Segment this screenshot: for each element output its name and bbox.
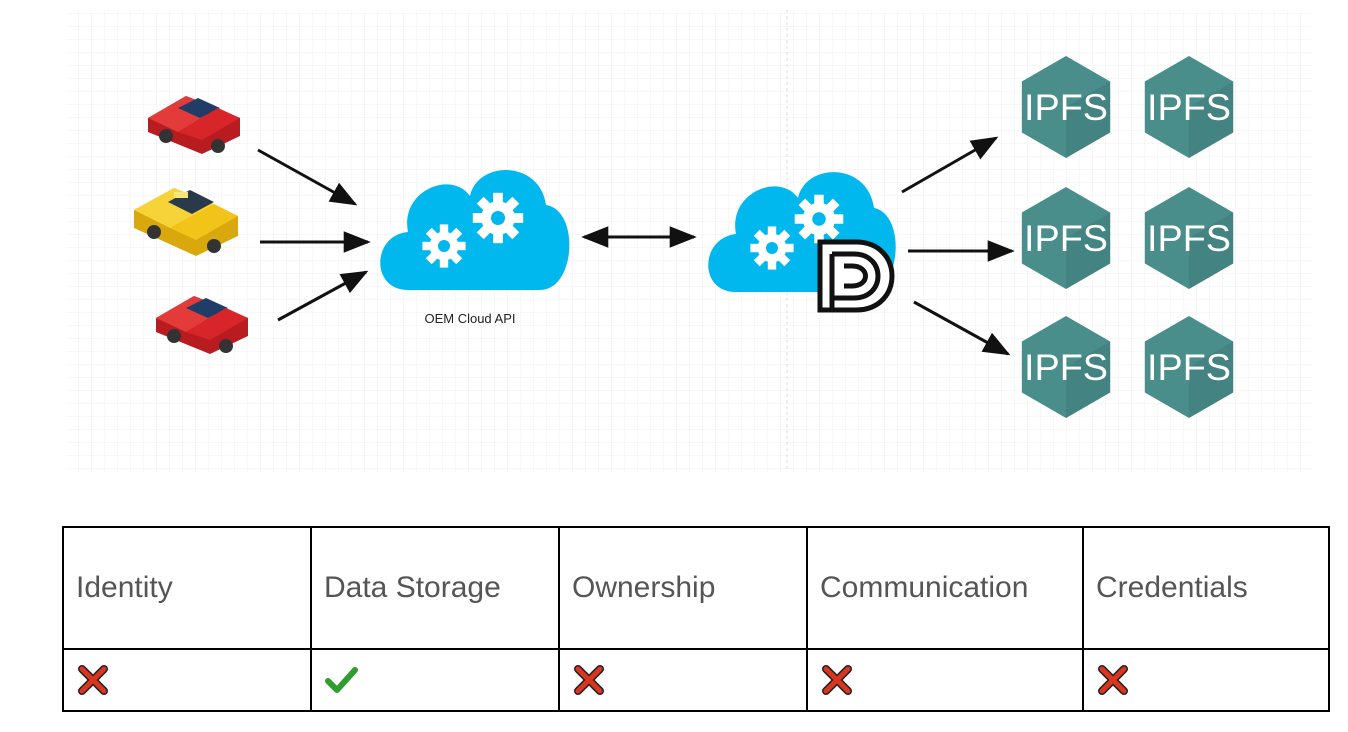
car-red-icon [148, 96, 240, 154]
ipfs-node-icon: IPFS [1021, 187, 1111, 289]
column-header-communication: Communication [806, 526, 1084, 650]
status-cell-credentials [1082, 648, 1330, 712]
column-header-data-storage: Data Storage [310, 526, 560, 650]
ipfs-label: IPFS [1147, 87, 1231, 128]
table-status-row [62, 648, 1330, 712]
status-cell-identity [62, 648, 312, 712]
column-header-credentials: Credentials [1082, 526, 1330, 650]
column-header-identity: Identity [62, 526, 312, 650]
car-yellow-icon [134, 188, 238, 256]
ipfs-node-icon: IPFS [1021, 56, 1111, 158]
architecture-diagram: OEM Cloud API IPFS IPFS IPFS IPFS IPFS IPFS [66, 10, 1312, 472]
arrow [913, 300, 1011, 356]
ipfs-label: IPFS [1024, 218, 1108, 259]
ipfs-label: IPFS [1147, 218, 1231, 259]
car-red-icon [156, 296, 248, 354]
ipfs-label: IPFS [1024, 87, 1108, 128]
arrow [901, 136, 999, 194]
arrow [257, 148, 358, 206]
status-cell-data-storage [310, 648, 560, 712]
ipfs-node-icon: IPFS [1021, 316, 1111, 418]
ipfs-nodes: IPFS IPFS IPFS IPFS IPFS IPFS [1021, 56, 1234, 418]
cross-icon [76, 663, 110, 697]
ipfs-node-icon: IPFS [1144, 316, 1234, 418]
check-icon [324, 663, 358, 697]
table-header-row: Identity Data Storage Ownership Communic… [62, 526, 1330, 650]
oem-cloud-icon [380, 170, 570, 290]
ipfs-label: IPFS [1147, 347, 1231, 388]
cross-icon [820, 663, 854, 697]
ipfs-label: IPFS [1024, 347, 1108, 388]
grid-background [66, 10, 1312, 472]
status-cell-communication [806, 648, 1084, 712]
cross-icon [572, 663, 606, 697]
ipfs-node-icon: IPFS [1144, 56, 1234, 158]
column-header-ownership: Ownership [558, 526, 808, 650]
oem-cloud-label: OEM Cloud API [424, 311, 515, 326]
ipfs-node-icon: IPFS [1144, 187, 1234, 289]
status-cell-ownership [558, 648, 808, 712]
cross-icon [1096, 663, 1130, 697]
arrow [277, 270, 369, 322]
d-logo-icon [817, 239, 895, 313]
capability-table: Identity Data Storage Ownership Communic… [62, 526, 1330, 712]
